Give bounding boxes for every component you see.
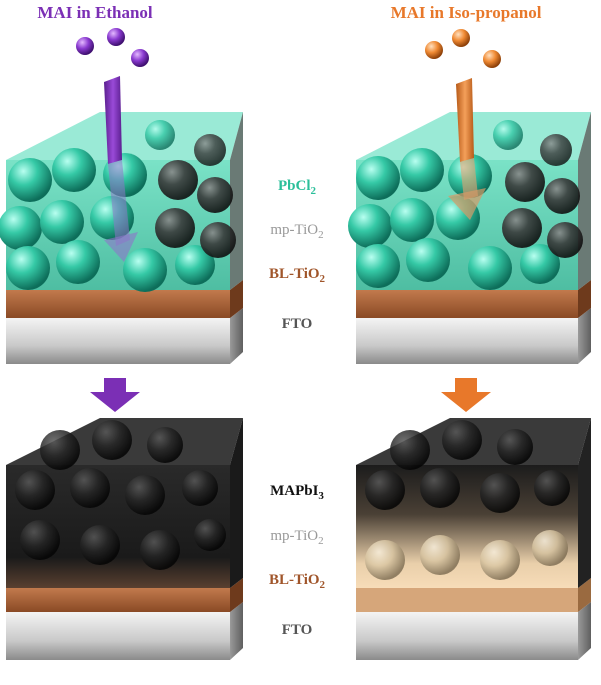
pbcl2-spheres-top-right (348, 148, 560, 290)
mai-balls-left (76, 28, 149, 67)
penetration-arrow-ethanol (104, 76, 138, 262)
down-arrow-right (441, 378, 491, 412)
label-pbcl2: PbCl2 (278, 178, 317, 197)
labels-bottom: MAPbI3 mp-TiO2 BL-TiO2 FTO (269, 483, 326, 638)
title-left: MAI in Ethanol (37, 3, 153, 22)
cube-bottom-right (356, 418, 591, 660)
mapbi3-spheres-bottom-left (15, 420, 226, 570)
cube-top-right (348, 78, 591, 364)
label-bl-tio2-bottom: BL-TiO2 (269, 572, 326, 591)
label-mp-tio2-bottom: mp-TiO2 (270, 528, 323, 547)
cube-bottom-left (6, 418, 243, 660)
labels-top: PbCl2 mp-TiO2 BL-TiO2 FTO (269, 178, 326, 332)
mapbi3-spheres-bottom-right (365, 420, 570, 513)
cube-top-left (0, 76, 243, 364)
label-mp-tio2-top: mp-TiO2 (270, 222, 323, 241)
mai-balls-right (425, 29, 501, 68)
down-arrow-left (90, 378, 140, 412)
dark-spheres-top-right (493, 120, 583, 258)
title-right: MAI in Iso-propanol (391, 3, 542, 22)
unconverted-spheres-bottom-right (365, 530, 568, 580)
label-mapbi3: MAPbI3 (270, 483, 324, 502)
penetration-arrow-isopropanol (448, 78, 486, 220)
label-bl-tio2-top: BL-TiO2 (269, 266, 326, 285)
dark-spheres-top-left (145, 120, 236, 258)
label-fto-bottom: FTO (282, 622, 313, 638)
label-fto-top: FTO (282, 316, 313, 332)
